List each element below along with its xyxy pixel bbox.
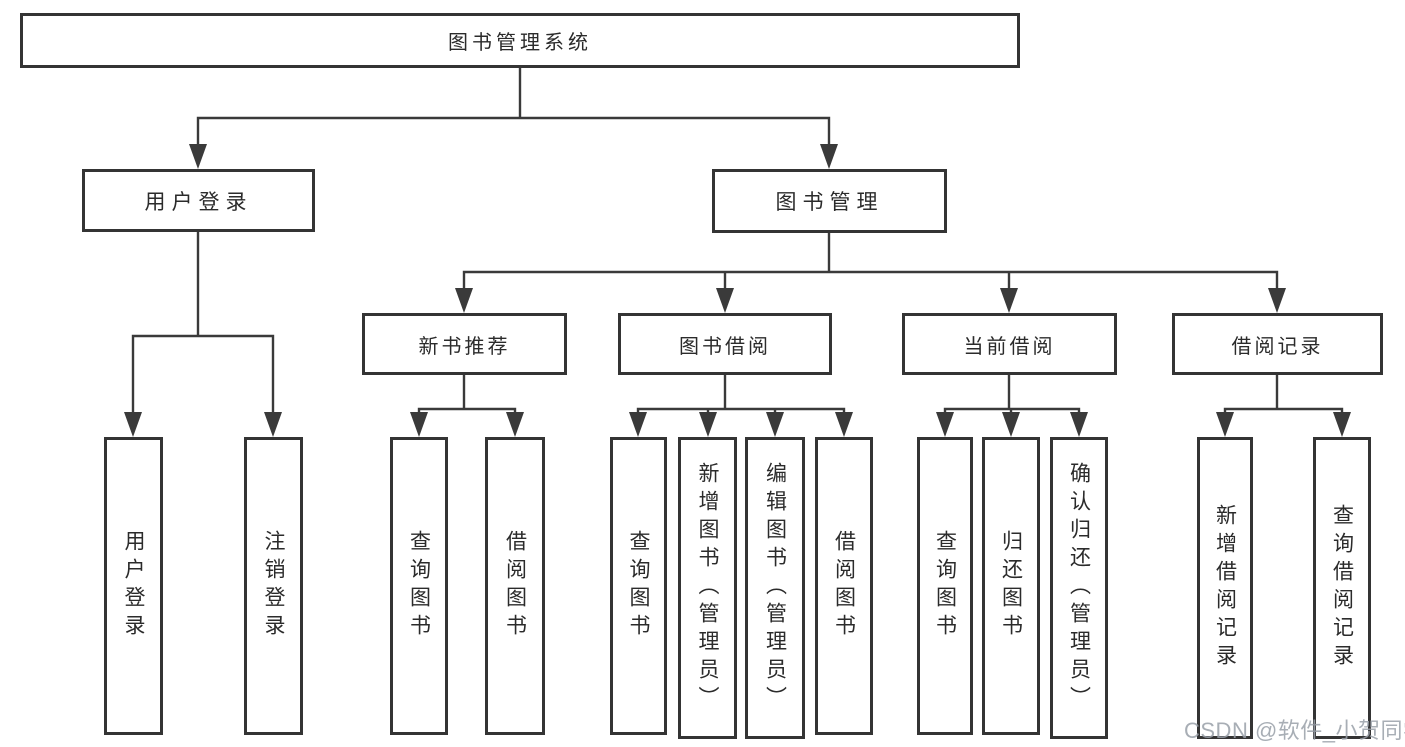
leaf-add-book-admin: 新增图书（管理员） (678, 437, 737, 739)
node-user-login: 用户登录 (82, 169, 315, 232)
watermark: CSDN @软件_小贺同学 (1184, 718, 1405, 743)
leaf-borrow-book-rec: 借阅图书 (485, 437, 545, 735)
leaf-query-book: 查询图书 (610, 437, 667, 735)
edge-bookborrow-to-leaves (636, 375, 846, 414)
edge-root-to-level2 (196, 68, 831, 146)
leaf-query-borrow-record: 查询借阅记录 (1313, 437, 1371, 739)
node-current-borrowing: 当前借阅 (902, 313, 1117, 375)
node-book-management: 图书管理 (712, 169, 947, 233)
edge-newbookrec-to-leaves (417, 375, 517, 414)
node-new-book-recommendation: 新书推荐 (362, 313, 567, 375)
leaf-borrow-book: 借阅图书 (815, 437, 873, 735)
leaf-query-book-rec: 查询图书 (390, 437, 448, 735)
edge-userlogin-to-leaves (131, 232, 275, 414)
edge-currentborrow-to-leaves (943, 375, 1081, 414)
leaf-confirm-return-admin: 确认归还（管理员） (1050, 437, 1108, 739)
node-borrowing-records: 借阅记录 (1172, 313, 1383, 375)
edge-bookmgmt-to-level3 (462, 233, 1279, 290)
leaf-return-book: 归还图书 (982, 437, 1040, 735)
leaf-edit-book-admin: 编辑图书（管理员） (745, 437, 805, 739)
leaf-logout: 注销登录 (244, 437, 303, 735)
edge-borrowrecords-to-leaves (1223, 375, 1344, 414)
leaf-add-borrow-record: 新增借阅记录 (1197, 437, 1253, 739)
leaf-query-book-cur: 查询图书 (917, 437, 973, 735)
node-root-system: 图书管理系统 (20, 13, 1020, 68)
leaf-user-login: 用户登录 (104, 437, 163, 735)
node-book-borrowing: 图书借阅 (618, 313, 832, 375)
